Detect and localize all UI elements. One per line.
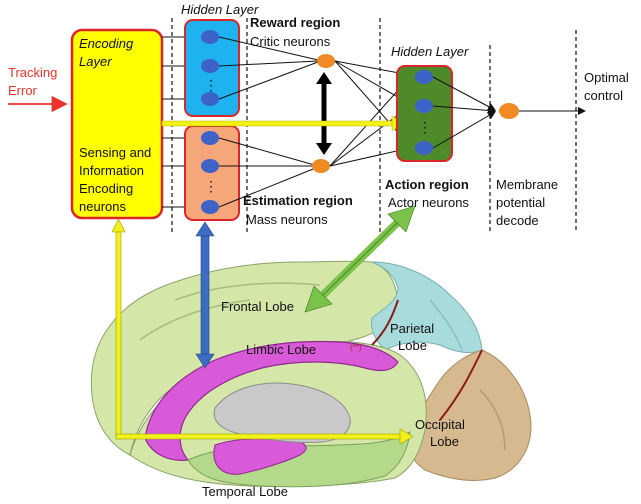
output-line2: control [584, 88, 623, 103]
encoding-desc-line4: neurons [79, 199, 126, 214]
hidden-layer-1-label: Hidden Layer [181, 2, 259, 17]
occipital-lobe-label-line2: Lobe [430, 434, 459, 449]
limbic-lobe-label: Limbic Lobe [246, 342, 316, 357]
reward-neuron [201, 92, 219, 106]
estimation-region-title: Estimation region [243, 193, 353, 208]
encoding-layer-title-line1: Encoding [79, 36, 134, 51]
parietal-lobe-label-line1: Parietal [390, 321, 434, 336]
estimation-ellipsis: ⋮ [204, 178, 218, 194]
critic-hub-neuron [317, 54, 335, 68]
frontal-lobe-label: Frontal Lobe [221, 299, 294, 314]
membrane-line2: potential [496, 195, 545, 210]
temporal-lobe-label: Temporal Lobe [202, 484, 288, 499]
estimation-region-subtitle: Mass neurons [246, 212, 328, 227]
decode-neuron [499, 103, 519, 119]
estimation-neuron [201, 159, 219, 173]
membrane-line3: decode [496, 213, 539, 228]
action-neuron [415, 141, 433, 155]
reward-ellipsis: ⋮ [204, 77, 218, 93]
reward-neuron [201, 30, 219, 44]
encoding-desc-line1: Sensing and [79, 145, 151, 160]
reward-region-title: Reward region [250, 15, 340, 30]
action-region-subtitle: Actor neurons [388, 195, 469, 210]
encoding-layer-title-line2: Layer [79, 54, 112, 69]
reward-neuron [201, 59, 219, 73]
encoding-desc-line3: Encoding [79, 181, 133, 196]
parietal-lobe-label-line2: Lobe [398, 338, 427, 353]
estimation-neuron [201, 131, 219, 145]
critic-mass-link [316, 72, 332, 155]
action-neuron [415, 70, 433, 84]
occipital-lobe-label-line1: Occipital [415, 417, 465, 432]
limbic-mark: (**) [350, 343, 362, 352]
estimation-neuron [201, 200, 219, 214]
tracking-label: Tracking [8, 65, 57, 80]
encoding-desc-line2: Information [79, 163, 144, 178]
membrane-line1: Membrane [496, 177, 558, 192]
output-line1: Optimal [584, 70, 629, 85]
mass-hub-neuron [312, 159, 330, 173]
action-neuron [415, 99, 433, 113]
action-ellipsis: ⋮ [418, 119, 432, 135]
reward-region-subtitle: Critic neurons [250, 34, 331, 49]
error-label: Error [8, 83, 38, 98]
action-region-title: Action region [385, 177, 469, 192]
hidden-layer-2-label: Hidden Layer [391, 44, 469, 59]
